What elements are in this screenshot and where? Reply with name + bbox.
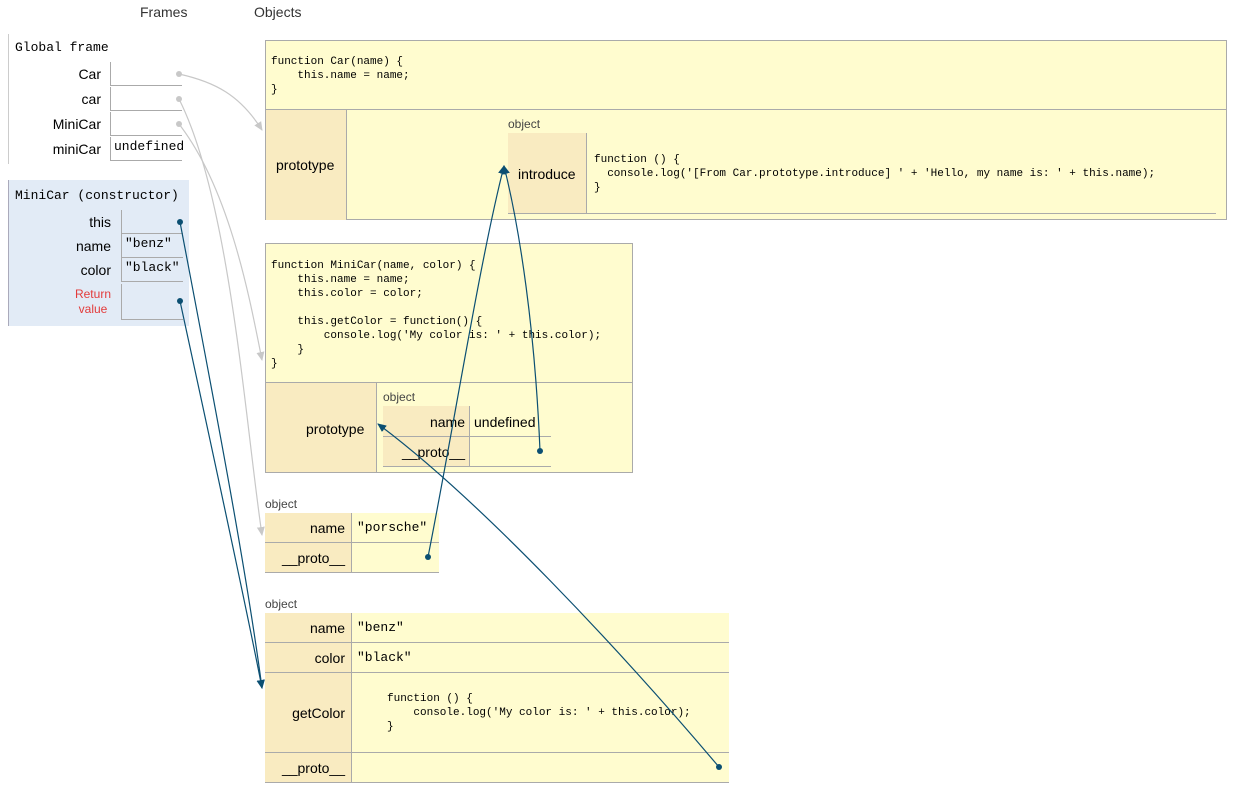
var-value-miniCar: undefined bbox=[110, 137, 184, 161]
var-name-car: car bbox=[81, 91, 101, 107]
var-name-this: this bbox=[89, 214, 111, 230]
var-value-this bbox=[121, 210, 183, 234]
var-value-car bbox=[110, 87, 182, 111]
porsche-name-value: "porsche" bbox=[357, 520, 428, 535]
benz-name-key: name bbox=[309, 620, 345, 636]
var-name-name: name bbox=[75, 238, 111, 254]
car-function-code: function Car(name) { this.name = name; } bbox=[271, 56, 410, 96]
porsche-name-key: name bbox=[309, 520, 345, 536]
minicar-proto-object-label: object bbox=[383, 390, 416, 404]
active-pointers bbox=[177, 165, 722, 770]
benz-object: name "benz" color "black" getColor funct… bbox=[265, 613, 729, 783]
var-name-miniCar: miniCar bbox=[52, 141, 101, 157]
arrow-car-to-porsche bbox=[178, 98, 265, 536]
porsche-proto-key: __proto__ bbox=[281, 550, 345, 566]
var-value-return bbox=[121, 284, 183, 320]
introduce-key: introduce bbox=[518, 166, 576, 182]
car-proto-object-label: object bbox=[508, 117, 541, 131]
car-function-object: function Car(name) { this.name = name; }… bbox=[265, 40, 1227, 220]
faded-pointers bbox=[176, 71, 265, 536]
minicar-prototype-key: prototype bbox=[306, 421, 365, 437]
benz-name-value: "benz" bbox=[357, 620, 404, 635]
minicar-constructor-frame: MiniCar (constructor) this name "benz" c… bbox=[8, 180, 189, 326]
arrow-porsche-proto-to-car-proto bbox=[427, 165, 506, 558]
global-frame-title: Global frame bbox=[15, 40, 109, 55]
minicar-function-object: function MiniCar(name, color) { this.nam… bbox=[265, 243, 633, 473]
car-prototype-key: prototype bbox=[276, 157, 335, 173]
benz-proto-key: __proto__ bbox=[281, 760, 345, 776]
minicar-proto-name-key: name bbox=[429, 414, 465, 430]
arrow-this-to-benz bbox=[179, 221, 265, 689]
minicar-frame-title: MiniCar (constructor) bbox=[15, 188, 179, 203]
var-value-color: "black" bbox=[121, 258, 183, 282]
arrow-Car-to-function bbox=[178, 73, 263, 131]
benz-getcolor-key: getColor bbox=[292, 705, 345, 721]
benz-getcolor-code: function () { console.log('My color is: … bbox=[387, 693, 691, 733]
arrow-minicar-proto-to-car-proto bbox=[502, 165, 541, 452]
porsche-object: name "porsche" __proto__ bbox=[265, 513, 439, 573]
porsche-object-label: object bbox=[265, 497, 298, 511]
benz-object-label: object bbox=[265, 597, 298, 611]
minicar-proto-name-value: undefined bbox=[474, 414, 536, 430]
var-value-MiniCar bbox=[110, 112, 182, 136]
arrow-MiniCar-to-function bbox=[178, 123, 265, 361]
var-name-color: color bbox=[80, 262, 111, 278]
frames-header: Frames bbox=[140, 4, 188, 20]
objects-header: Objects bbox=[254, 4, 302, 20]
minicar-function-code: function MiniCar(name, color) { this.nam… bbox=[271, 260, 602, 370]
var-value-name: "benz" bbox=[121, 234, 183, 258]
arrow-return-to-benz bbox=[179, 300, 265, 689]
global-frame: Global frame Car car MiniCar miniCar und… bbox=[8, 34, 189, 164]
return-value-label: Return value bbox=[75, 287, 111, 317]
arrow-benz-proto-to-minicar-prototype bbox=[377, 423, 720, 768]
var-value-Car bbox=[110, 62, 182, 86]
var-name-Car: Car bbox=[78, 66, 101, 82]
return-label-line2: value bbox=[78, 302, 108, 316]
introduce-function-code: function () { console.log('[From Car.pro… bbox=[594, 154, 1156, 194]
benz-color-value: "black" bbox=[357, 650, 412, 665]
return-label-line1: Return bbox=[74, 287, 111, 301]
benz-color-key: color bbox=[314, 650, 345, 666]
var-name-MiniCar: MiniCar bbox=[52, 116, 101, 132]
